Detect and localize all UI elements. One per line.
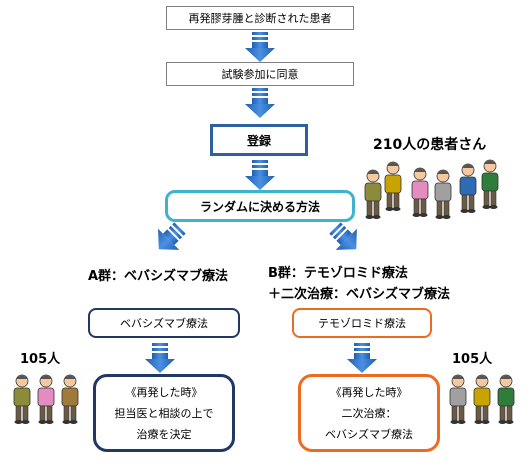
patient-group-a — [13, 374, 79, 425]
arm-a-detail-line3: 治療を決定 — [136, 427, 192, 441]
step-diagnosed-label: 再発膠芽腫と診断された患者 — [188, 12, 332, 25]
step-consent-box: 試験参加に同意 — [166, 62, 354, 86]
arm-b-detail-line3: ベバシズマブ療法 — [325, 427, 413, 441]
arm-b-treatment-label: テモゾロミド療法 — [318, 317, 406, 330]
step-enroll-label: 登録 — [246, 133, 271, 148]
step-randomize-box: ランダムに決める方法 — [165, 190, 355, 222]
arm-a-detail-line1: 《再発した時》 — [125, 385, 203, 399]
arm-b-detail-line1: 《再発した時》 — [330, 385, 408, 399]
step-diagnosed-box: 再発膠芽腫と診断された患者 — [166, 6, 354, 30]
total-patients-label: 210人の患者さん — [373, 137, 487, 153]
step-randomize-label: ランダムに決める方法 — [199, 199, 320, 214]
arrow-down-3 — [245, 160, 275, 190]
arrow-down-a — [145, 343, 175, 373]
arm-b-detail-box: 《再発した時》 二次治療： ベバシズマブ療法 — [298, 374, 440, 452]
arm-a-treatment-box: ベバシズマブ療法 — [88, 308, 240, 338]
patient-group-total — [364, 159, 499, 220]
arm-b-treatment-box: テモゾロミド療法 — [292, 308, 432, 338]
arrow-down-1 — [245, 32, 275, 62]
arm-a-detail-box: 《再発した時》 担当医と相談の上で 治療を決定 — [93, 374, 235, 452]
arrow-split-right — [324, 217, 367, 260]
arm-b-count: 105人 — [452, 352, 493, 367]
arm-a-detail-line2: 担当医と相談の上で — [114, 406, 214, 420]
arrow-split-left — [148, 217, 191, 260]
step-consent-label: 試験参加に同意 — [221, 68, 299, 81]
arm-a-treatment-label: ベバシズマブ療法 — [120, 317, 208, 330]
arrow-down-2 — [245, 88, 275, 118]
step-enroll-box: 登録 — [210, 124, 308, 156]
arm-b-detail-line2: 二次治療： — [341, 406, 397, 420]
patient-group-b — [449, 374, 515, 425]
arm-a-heading: A群：ベバシズマブ療法 — [88, 269, 229, 284]
arm-b-heading-line2: ＋二次治療：ベバシズマブ療法 — [268, 287, 451, 302]
arm-b-heading-line1: B群：テモゾロミド療法 — [268, 266, 408, 281]
arrow-down-b — [347, 343, 377, 373]
arm-a-count: 105人 — [20, 352, 61, 367]
